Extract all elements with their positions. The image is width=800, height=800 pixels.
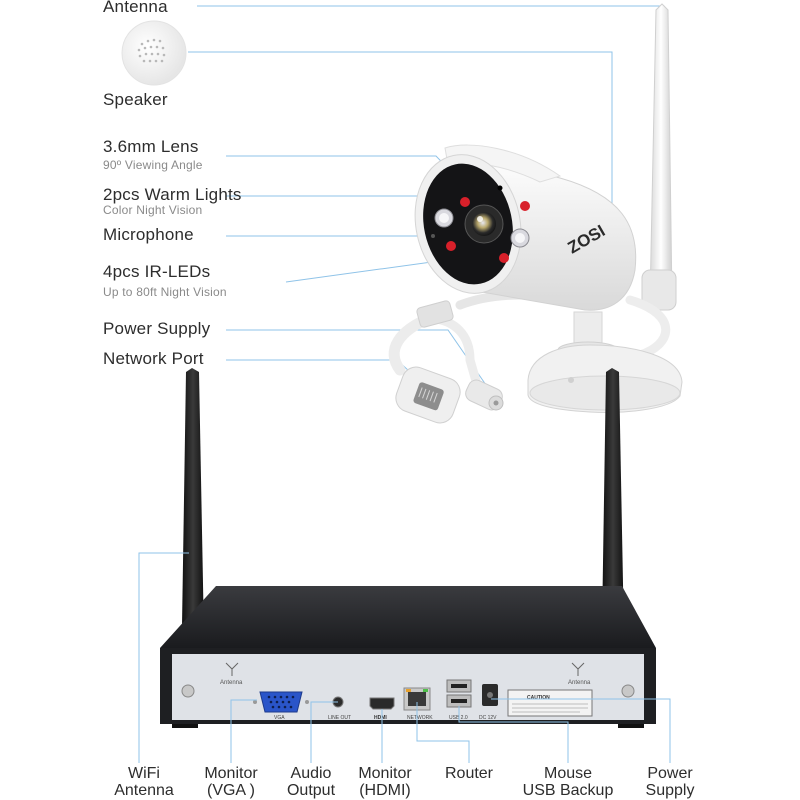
light-sensor xyxy=(497,185,503,191)
mouse-usb-line1: Mouse xyxy=(543,765,593,782)
wifi-antenna-line1: WiFi xyxy=(128,765,160,782)
speaker-inset xyxy=(121,20,187,86)
wifi-antenna-line2: Antenna xyxy=(114,782,174,799)
monitor-hdmi-line2: (HDMI) xyxy=(359,782,411,799)
speaker-leader xyxy=(188,51,613,232)
audio-output-line1: Audio xyxy=(290,765,332,782)
mouse-usb-leader xyxy=(458,706,569,763)
usb-label: USB 2.0 xyxy=(449,715,468,721)
power-supply-label: Power Supply xyxy=(103,319,211,338)
router-label: Router xyxy=(429,765,509,782)
power-supply-nvr-leader xyxy=(491,698,671,763)
router-line1: Router xyxy=(444,765,494,782)
nvr-top-cover xyxy=(160,586,656,648)
vga-leader xyxy=(230,699,257,763)
network-port-label: Network Port xyxy=(103,349,204,368)
warm-lights-sub-label: Color Night Vision xyxy=(103,203,203,217)
nvr-antenna-right-label: Antenna xyxy=(568,680,591,686)
wifi-antenna-label: WiFi Antenna xyxy=(104,765,184,799)
nvr-antenna-left-label: Antenna xyxy=(220,680,243,686)
line-out-label: LINE OUT xyxy=(328,715,351,721)
power-supply-leader xyxy=(226,329,496,399)
monitor-hdmi-line1: Monitor xyxy=(358,765,412,782)
power-supply-nvr-label: Power Supply xyxy=(630,765,710,799)
monitor-vga-label: Monitor (VGA ) xyxy=(191,765,271,799)
camera-mount xyxy=(527,311,683,413)
dc-label: DC 12V xyxy=(479,715,497,721)
monitor-vga-line1: Monitor xyxy=(204,765,258,782)
power-supply-nvr-line2: Supply xyxy=(645,782,695,799)
microphone-hole xyxy=(431,234,435,238)
network-label: NETWORK xyxy=(407,715,433,721)
microphone-label: Microphone xyxy=(103,225,194,244)
caution-label: CAUTION xyxy=(527,695,550,701)
antenna-label: Antenna xyxy=(103,0,168,16)
router-leader xyxy=(416,702,470,763)
warm-lights-label: 2pcs Warm Lights xyxy=(103,185,242,204)
power-supply-nvr-line1: Power xyxy=(647,765,693,782)
speaker-grille xyxy=(137,38,166,63)
audio-output-line2: Output xyxy=(286,782,336,799)
lens-sub-label: 90º Viewing Angle xyxy=(103,158,203,172)
audio-output-leader xyxy=(310,701,338,763)
monitor-vga-line2: (VGA ) xyxy=(206,782,255,799)
wifi-antenna-leader xyxy=(138,552,189,763)
ir-leds-sub-label: Up to 80ft Night Vision xyxy=(103,285,227,299)
nvr-leader-lines xyxy=(138,552,671,763)
camera-antenna xyxy=(649,3,673,301)
audio-output-label: Audio Output xyxy=(271,765,351,799)
antenna-leader xyxy=(197,5,665,10)
hdmi-label: HDMI xyxy=(374,715,387,721)
hdmi-port xyxy=(369,697,395,710)
mouse-usb-backup-label: Mouse USB Backup xyxy=(518,765,618,799)
vga-port xyxy=(259,691,303,713)
monitor-hdmi-label: Monitor (HDMI) xyxy=(345,765,425,799)
power-supply-connector xyxy=(465,379,504,411)
camera-illustration: ZOSI xyxy=(388,3,683,424)
ir-leds xyxy=(446,197,530,263)
network-port-connector xyxy=(395,366,461,424)
nvr-illustration: Antenna Antenna VGA LINE OUT HDMI NETWOR… xyxy=(160,368,656,728)
caution-sticker xyxy=(507,689,593,717)
ir-leds-label: 4pcs IR-LEDs xyxy=(103,262,211,281)
vga-port-label: VGA xyxy=(274,715,285,721)
mouse-usb-line2: USB Backup xyxy=(522,782,614,799)
speaker-label: Speaker xyxy=(103,90,168,109)
lens-label: 3.6mm Lens xyxy=(103,137,199,156)
